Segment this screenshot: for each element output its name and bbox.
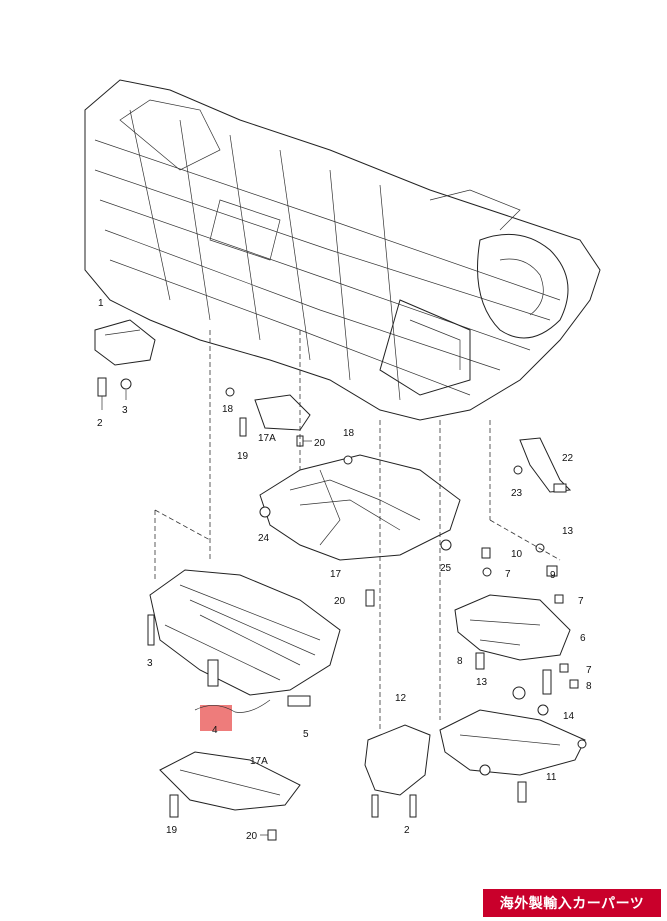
- callout-24: 24: [258, 533, 270, 544]
- callout-17a: 17A: [250, 756, 268, 767]
- callout-10: 10: [511, 549, 523, 560]
- callout-17: 17: [330, 569, 342, 580]
- shop-badge: 海外製輸入カーパーツ: [483, 889, 661, 917]
- callout-20: 20: [334, 596, 346, 607]
- callout-13: 13: [562, 526, 574, 537]
- callout-17a: 17A: [258, 433, 276, 444]
- callout-3: 3: [122, 405, 128, 416]
- bracket-part-17a-lower: [159, 751, 301, 841]
- callout-13: 13: [476, 677, 488, 688]
- callout-19: 19: [237, 451, 249, 462]
- callout-20: 20: [246, 831, 258, 842]
- callout-23: 23: [511, 488, 523, 499]
- bracket-part-1: [94, 319, 156, 410]
- vehicle-underbody: [84, 79, 601, 421]
- callout-8: 8: [586, 681, 592, 692]
- callout-12: 12: [395, 693, 407, 704]
- callout-labels: 1 2 3 18 17A 19 20 18 22 23 24 17 25 20 …: [97, 298, 592, 842]
- callout-1: 1: [98, 298, 104, 309]
- callout-7: 7: [578, 596, 584, 607]
- callout-18: 18: [222, 404, 234, 415]
- callout-2: 2: [404, 825, 410, 836]
- callout-22: 22: [562, 453, 574, 464]
- callout-14: 14: [563, 711, 575, 722]
- bracket-part-22: [513, 437, 572, 493]
- callout-8: 8: [457, 656, 463, 667]
- callout-9: 9: [550, 570, 556, 581]
- highlight-marker: [200, 705, 232, 731]
- callout-7: 7: [505, 569, 511, 580]
- callout-20: 20: [314, 438, 326, 449]
- shield-part-11: [439, 709, 587, 803]
- callout-6: 6: [580, 633, 586, 644]
- bracket-part-6: [454, 543, 579, 716]
- callout-18: 18: [343, 428, 355, 439]
- callout-25: 25: [440, 563, 452, 574]
- shield-part-4: [147, 569, 341, 707]
- callout-3: 3: [147, 658, 153, 669]
- guide-lines: [154, 330, 561, 730]
- bracket-part-12: [364, 724, 431, 818]
- bracket-part-17a-upper: [225, 387, 312, 447]
- shield-part-17: [259, 454, 461, 607]
- callout-2: 2: [97, 418, 103, 429]
- callout-4: 4: [212, 725, 218, 736]
- callout-7: 7: [586, 665, 592, 676]
- callout-5: 5: [303, 729, 309, 740]
- callout-11: 11: [546, 772, 557, 783]
- callout-19: 19: [166, 825, 178, 836]
